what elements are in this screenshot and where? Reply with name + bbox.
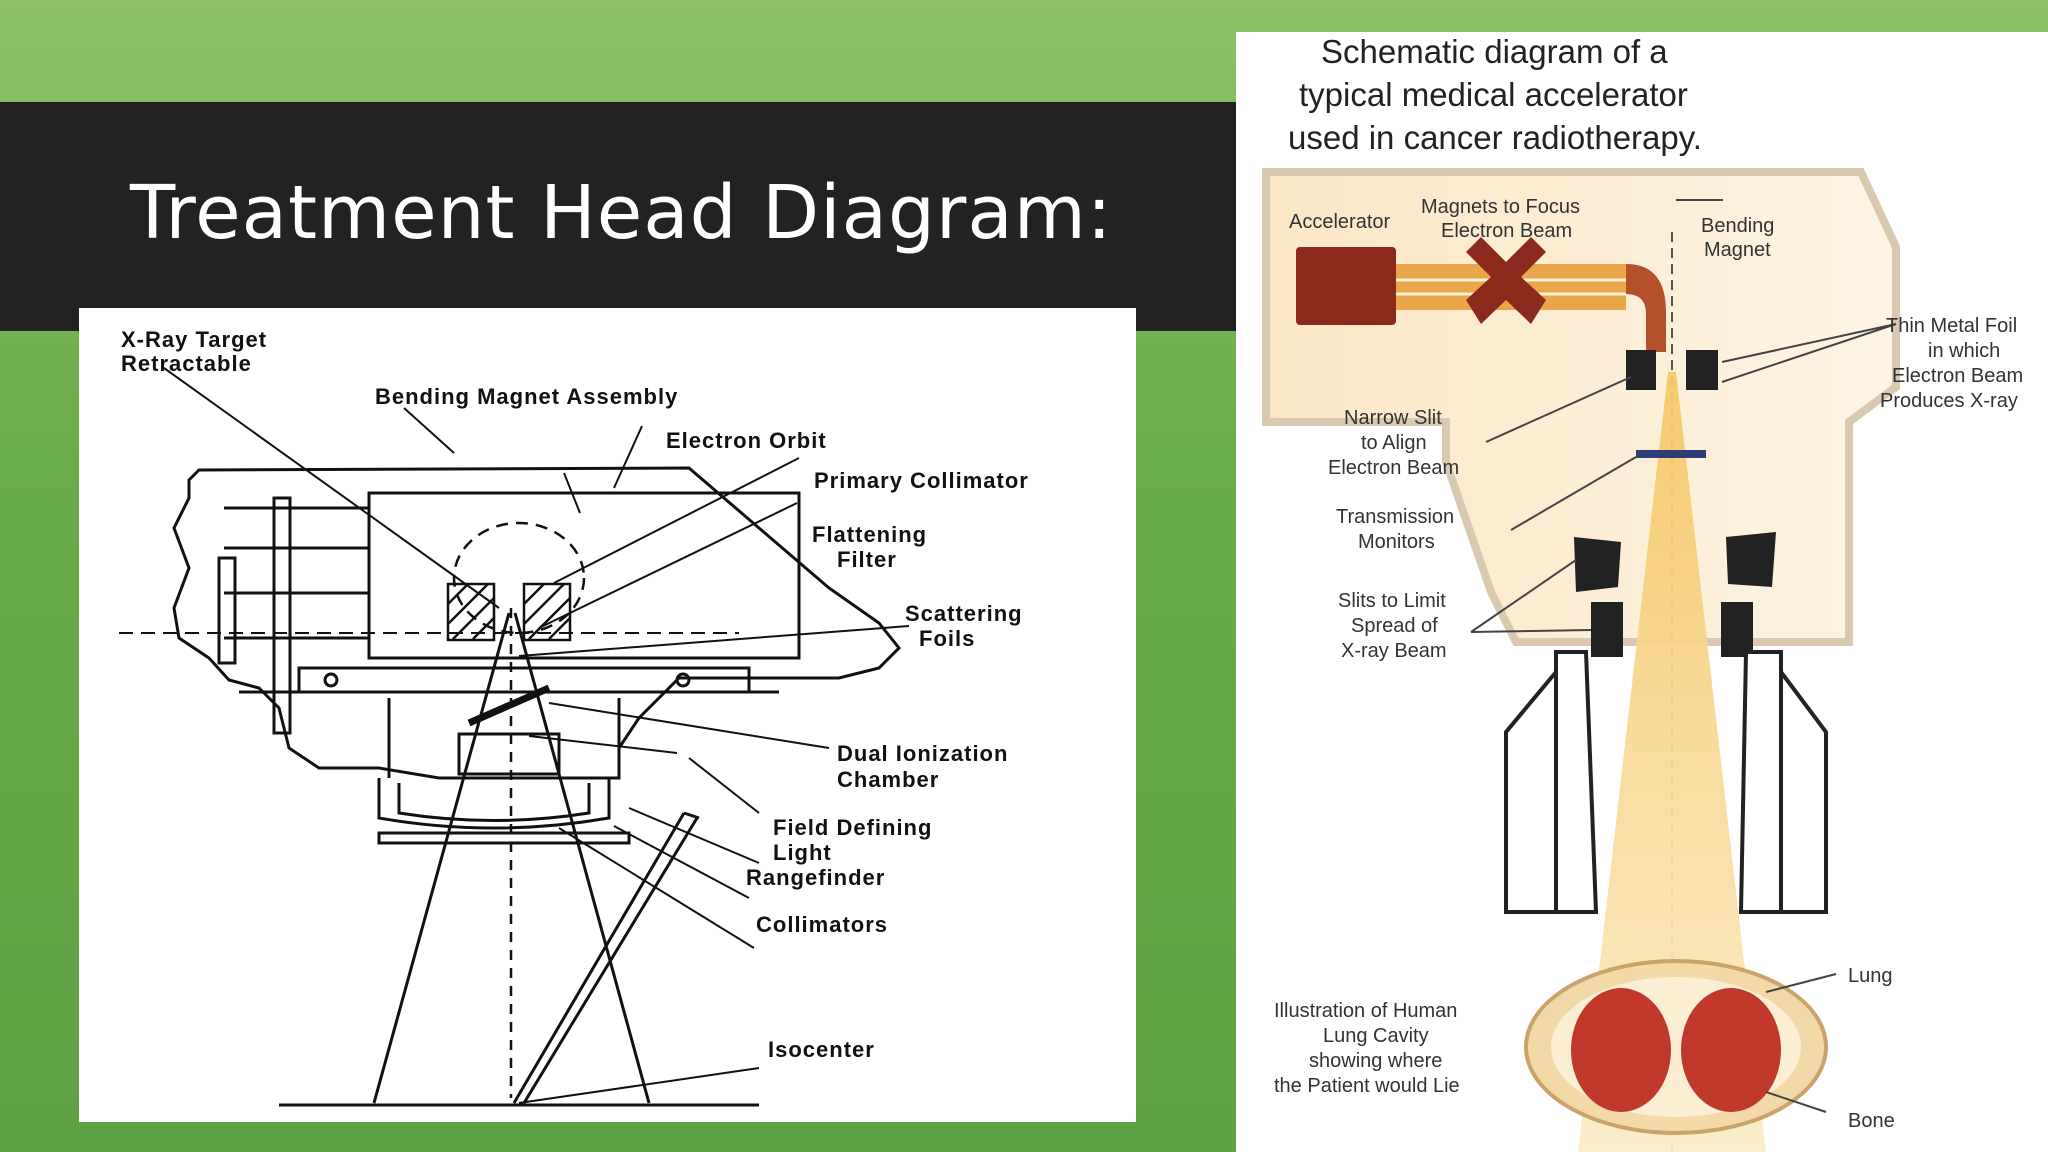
label-bending: Bending [1701,215,1774,237]
accelerator-schematic: Schematic diagram of a typical medical a… [1262,33,2023,1152]
label-patient-lie: the Patient would Lie [1274,1075,1460,1097]
label-rangefinder: Rangefinder [746,865,885,890]
label-primary-collimator: Primary Collimator [814,468,1029,493]
label-bone: Bone [1848,1110,1895,1132]
label-isocenter: Isocenter [768,1037,875,1062]
treatment-head-diagram-panel: X-Ray Target Retractable Bending Magnet … [79,308,1136,1122]
label-showing-where: showing where [1309,1050,1442,1072]
label-collimators: Collimators [756,912,888,937]
label-scattering: Scattering [905,601,1023,626]
label-thin-metal-foil: Thin Metal Foil [1886,315,2017,337]
schematic-title-line-3: used in cancer radiotherapy. [1288,119,1702,156]
label-lung-cavity: Lung Cavity [1323,1025,1429,1047]
title-bar [0,102,1236,331]
label-flattening: Flattening [812,522,927,547]
label-electron-beam-foil: Electron Beam [1892,365,2023,387]
label-dual-ionization: Dual Ionization [837,741,1008,766]
label-electron-beam: Electron Beam [1441,220,1572,242]
label-monitors: Monitors [1358,531,1435,553]
label-filter: Filter [837,547,897,572]
label-light: Light [773,840,832,865]
label-narrow-slit: Narrow Slit [1344,407,1442,429]
label-slits-to-limit: Slits to Limit [1338,590,1446,612]
label-retractable: Retractable [121,351,252,376]
label-produces-xray: Produces X-ray [1880,390,2018,412]
label-spread-of: Spread of [1351,615,1438,637]
label-chamber: Chamber [837,767,939,792]
label-accelerator: Accelerator [1289,211,1390,233]
label-bending-magnet: Bending Magnet Assembly [375,384,678,409]
label-foils: Foils [919,626,975,651]
label-magnet: Magnet [1704,239,1771,261]
accelerator-schematic-panel: Schematic diagram of a typical medical a… [1236,32,2048,1152]
label-lung: Lung [1848,965,1893,987]
schematic-title-line-2: typical medical accelerator [1299,76,1688,113]
treatment-head-diagram: X-Ray Target Retractable Bending Magnet … [119,327,1029,1107]
label-transmission: Transmission [1336,506,1454,528]
label-xray-beam: X-ray Beam [1341,640,1447,662]
label-electron-beam-slit: Electron Beam [1328,457,1459,479]
label-field-defining: Field Defining [773,815,932,840]
label-in-which: in which [1928,340,2000,362]
label-xray-target: X-Ray Target [121,327,267,352]
label-electron-orbit: Electron Orbit [666,428,827,453]
slide-title: Treatment Head Diagram: [130,170,1113,256]
label-illustration: Illustration of Human [1274,1000,1457,1022]
schematic-title-line-1: Schematic diagram of a [1321,33,1668,70]
label-to-align: to Align [1361,432,1427,454]
label-magnets-focus: Magnets to Focus [1421,196,1580,218]
